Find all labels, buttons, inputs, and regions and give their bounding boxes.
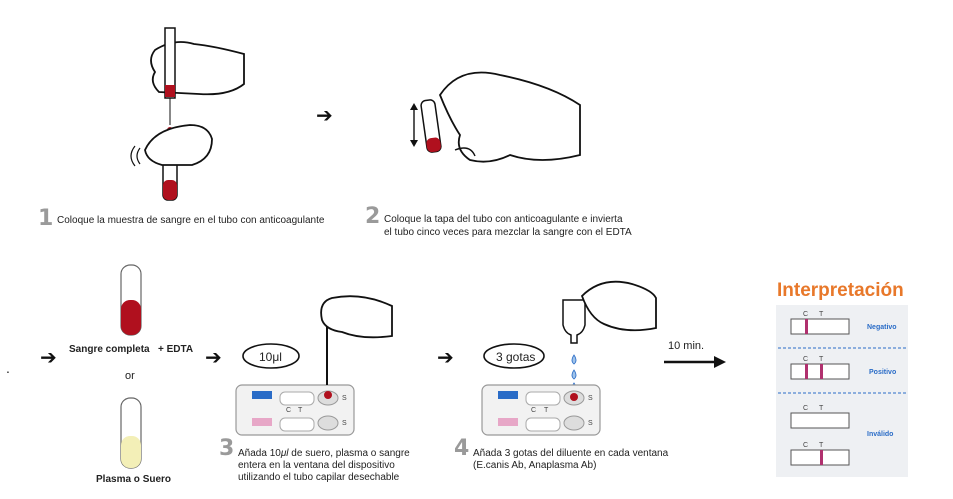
result-invalid: Inválido (867, 431, 894, 438)
step4-number: 4 (454, 436, 470, 461)
bullet-dot: . (6, 360, 10, 376)
step3-caption-line2: entera en la ventana del dispositivo (238, 460, 395, 471)
or-label: or (125, 370, 135, 382)
device-s-label: S (588, 395, 593, 402)
whole-blood-label: Sangre completa (69, 344, 150, 355)
device-t-label: T (298, 407, 303, 414)
inv2-c-label: C (803, 442, 809, 449)
step2-number: 2 (365, 204, 381, 229)
volume-bubble-label: 10μl (259, 350, 282, 364)
pos-c-label: C (803, 356, 809, 363)
result-positive: Positivo (869, 369, 897, 376)
interpretation-title: Interpretación (777, 280, 904, 301)
device-t-label: T (544, 407, 549, 414)
dropper-bottle-icon (562, 299, 586, 344)
arrow-right-icon: ➔ (437, 347, 454, 369)
step1-caption: Coloque la muestra de sangre en el tubo … (57, 215, 325, 226)
pos-t-label: T (819, 356, 824, 363)
arrow-right-icon: ➔ (316, 105, 333, 127)
step2-caption-line2: el tubo cinco veces para mezclar la sang… (384, 227, 632, 238)
arrow-right-icon: ➔ (205, 347, 222, 369)
timer-label: 10 min. (668, 340, 705, 352)
neg-c-label: C (803, 311, 809, 318)
device-c-label: C (286, 407, 292, 414)
edta-label: + EDTA (158, 344, 194, 355)
hand-icon (580, 280, 657, 332)
inv1-c-label: C (803, 405, 809, 412)
device-c-label: C (531, 407, 537, 414)
device-s-label: S (342, 395, 347, 402)
step2-caption-line1: Coloque la tapa del tubo con anticoagula… (384, 214, 623, 225)
hand-icon (320, 295, 393, 339)
step4-caption-line2: (E.canis Ab, Anaplasma Ab) (473, 460, 597, 471)
inv1-t-label: T (819, 405, 824, 412)
step4-caption-line1: Añada 3 gotas del diluente en cada venta… (473, 448, 669, 459)
drops-bubble-label: 3 gotas (496, 350, 536, 364)
result-negative: Negativo (867, 324, 897, 331)
step1-number: 1 (38, 206, 54, 231)
plasma-label: Plasma o Suero (96, 474, 172, 485)
step3-number: 3 (219, 436, 235, 461)
inv2-t-label: T (819, 442, 824, 449)
arrow-right-icon: ➔ (40, 347, 57, 369)
device-s-label-2: S (342, 420, 347, 427)
step3-caption-line1: Añada 10μl de suero, plasma o sangre (238, 448, 410, 459)
neg-t-label: T (819, 311, 824, 318)
hand-icon (438, 71, 581, 163)
step3-caption-line3: utilizando el tubo capilar desechable (238, 472, 400, 483)
device-s-label-2: S (588, 420, 593, 427)
